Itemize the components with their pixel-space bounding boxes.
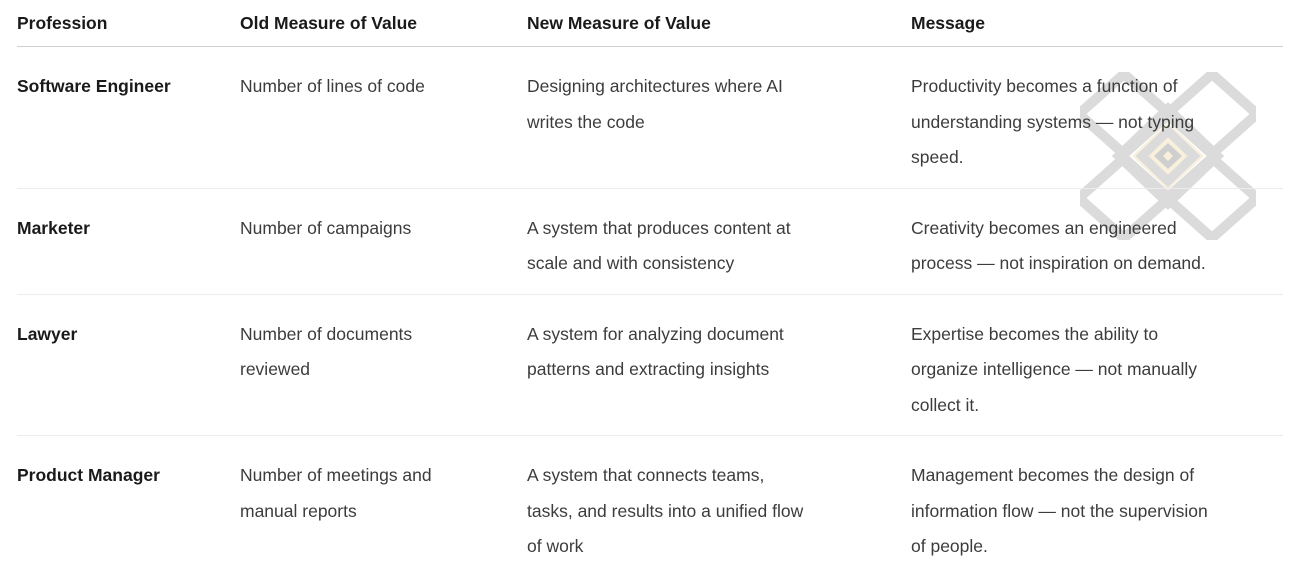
table-row: Product Manager Number of meetings and m…	[17, 436, 1283, 577]
column-header-message: Message	[911, 0, 1283, 47]
header-row: Profession Old Measure of Value New Meas…	[17, 0, 1283, 47]
cell-new-measure: A system that produces content at scale …	[527, 188, 911, 295]
cell-new-measure: A system that connects teams, tasks, and…	[527, 465, 804, 556]
cell-profession: Lawyer	[17, 294, 240, 436]
cell-new-measure: Designing architectures where AI writes …	[527, 46, 911, 189]
cell-old-measure: Number of lines of code	[240, 46, 527, 189]
table-row: Marketer Number of campaigns A system th…	[17, 188, 1283, 295]
column-header-new-measure: New Measure of Value	[527, 0, 911, 47]
cell-message: Expertise becomes the ability to organiz…	[911, 294, 1283, 436]
cell-profession: Software Engineer	[17, 46, 240, 189]
cell-old-measure: Number of meetings and manual reports	[240, 465, 432, 521]
cell-message: Management becomes the design of informa…	[911, 465, 1208, 556]
table-row: Lawyer Number of documents reviewed A sy…	[17, 294, 1283, 436]
cell-old-measure: Number of documents reviewed	[240, 294, 527, 436]
cell-message: Creativity becomes an engineered process…	[911, 188, 1283, 295]
cell-new-measure: A system for analyzing document patterns…	[527, 294, 911, 436]
cell-message: Productivity becomes a function of under…	[911, 46, 1283, 189]
profession-measures-table: Profession Old Measure of Value New Meas…	[17, 0, 1283, 577]
cell-old-measure: Number of campaigns	[240, 188, 527, 295]
column-header-old-measure: Old Measure of Value	[240, 0, 527, 47]
cell-profession: Product Manager	[17, 465, 160, 485]
table-row: Software Engineer Number of lines of cod…	[17, 46, 1283, 189]
column-header-profession: Profession	[17, 0, 240, 47]
cell-profession: Marketer	[17, 188, 240, 295]
